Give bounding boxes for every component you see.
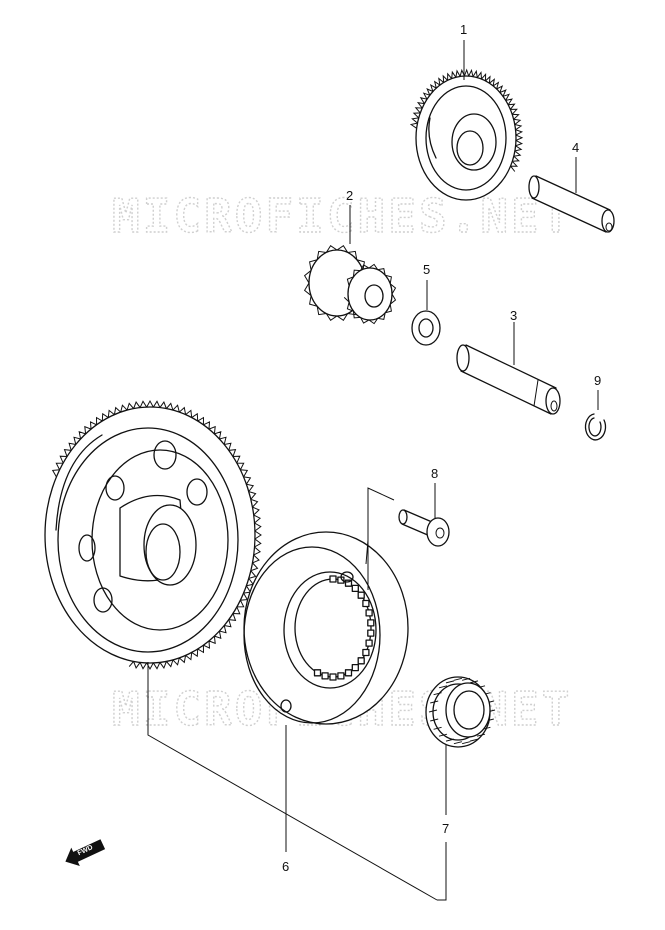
callout-9: 9	[594, 373, 601, 388]
gear-teeth	[409, 68, 524, 172]
clutch-roller	[357, 591, 365, 599]
clutch-roller	[329, 575, 337, 583]
bearing-needle	[461, 677, 471, 681]
arrow-left-icon	[65, 839, 106, 867]
part-2-double-gear[interactable]	[303, 244, 397, 325]
clutch-roller	[362, 599, 370, 608]
clutch-roller	[351, 584, 359, 593]
starter-driven-gear[interactable]	[44, 399, 262, 671]
clutch-roller	[365, 639, 373, 647]
part-8-bolt[interactable]	[398, 509, 450, 547]
callout-5: 5	[423, 262, 430, 277]
callout-6: 6	[282, 859, 289, 874]
callout-8: 8	[431, 466, 438, 481]
bearing-needle	[433, 692, 442, 696]
part-3-shaft[interactable]	[456, 344, 561, 415]
bearing-needle	[469, 680, 479, 684]
part-7-needle-bearing[interactable]	[425, 676, 496, 748]
part-1-idle-gear[interactable]	[409, 68, 524, 201]
callout-7: 7	[442, 821, 449, 836]
watermark-top: MICROFICHES.NET	[112, 189, 572, 243]
clutch-roller	[357, 657, 365, 665]
bearing-needle	[445, 738, 455, 742]
bearing-needle	[453, 741, 463, 745]
bearing-needle	[445, 680, 455, 684]
leader-lines	[147, 40, 599, 901]
callout-4: 4	[572, 140, 579, 155]
clutch-roller	[351, 663, 359, 672]
clutch-roller	[344, 669, 353, 677]
bearing-needle	[430, 718, 439, 722]
clutch-roller	[344, 579, 353, 587]
bearing-needle	[430, 700, 439, 704]
bearing-needle	[433, 726, 442, 730]
clutch-roller	[365, 609, 373, 617]
bearing-needle	[428, 709, 438, 713]
clutch-roller	[329, 673, 337, 681]
callout-1: 1	[460, 22, 467, 37]
part-9-circlip[interactable]	[584, 413, 607, 441]
bearing-needle	[469, 738, 479, 742]
part-6-starter-clutch[interactable]	[243, 531, 409, 725]
bearing-needle	[461, 741, 471, 745]
clutch-roller	[337, 672, 345, 680]
bearing-needle	[438, 733, 448, 737]
clutch-roller	[362, 648, 370, 657]
clutch-roller	[367, 619, 375, 627]
bearing-needle	[438, 685, 448, 689]
callout-2: 2	[346, 188, 353, 203]
callout-3: 3	[510, 308, 517, 323]
clutch-roller	[321, 672, 329, 680]
clutch-roller	[367, 629, 375, 637]
part-5-washer[interactable]	[411, 310, 441, 346]
clutch-roller	[313, 669, 322, 677]
fwd-indicator: FWD	[65, 839, 106, 867]
bearing-needle	[453, 677, 463, 681]
gear-teeth	[51, 399, 262, 671]
part-4-shaft[interactable]	[528, 175, 615, 233]
bearing-needle	[476, 733, 486, 737]
